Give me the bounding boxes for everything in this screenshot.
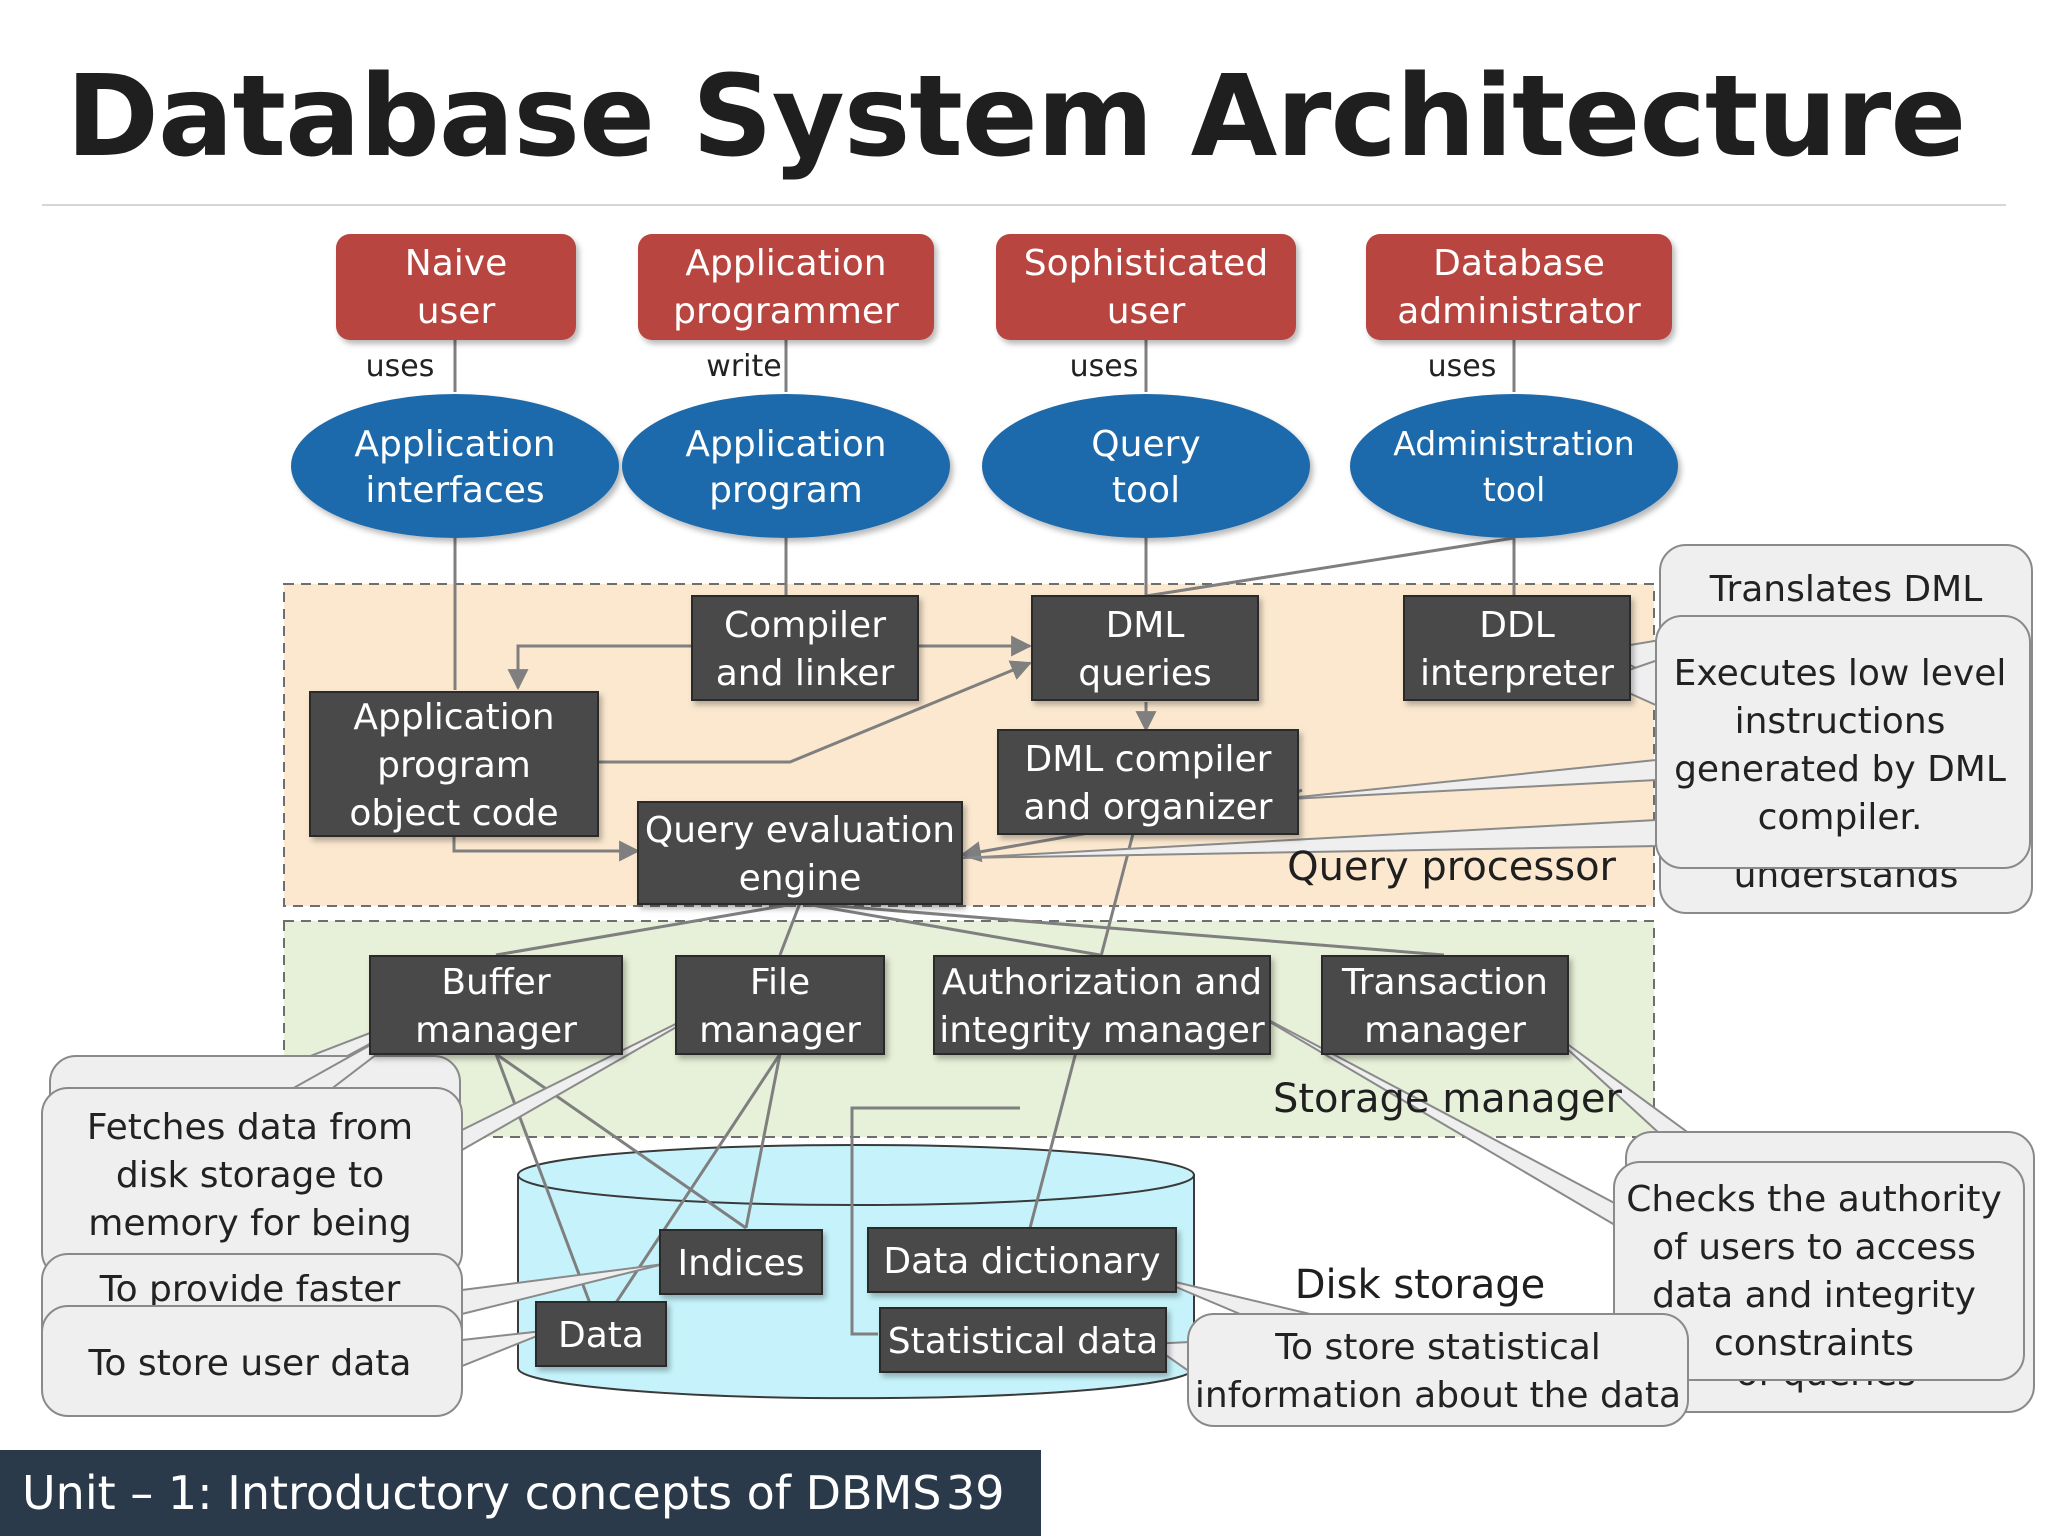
statistical-data-label: Statistical data	[888, 1321, 1158, 1362]
slide-footer: Unit – 1: Introductory concepts of DBMS …	[0, 1450, 1041, 1536]
eval-to-auth	[799, 901, 1101, 957]
storage-manager-label: Storage manager	[1273, 1076, 1623, 1122]
relation-label-uses: uses	[1428, 349, 1497, 384]
data-box: Data	[535, 1301, 667, 1367]
store-user-callout: To store user data	[41, 1305, 553, 1417]
query-processor-label: Query processor	[1287, 844, 1616, 890]
eval-engine-pointer	[961, 818, 1657, 859]
file-manager-pointer	[461, 1001, 721, 1152]
data-label: Data	[558, 1315, 644, 1356]
data-dictionary-box: Data dictionary	[867, 1227, 1177, 1293]
manager-to-statistical	[850, 1106, 1020, 1336]
page-title: Database System Architecture	[66, 52, 1966, 182]
eval-to-buffer	[495, 901, 801, 957]
store-user-text: To store user data	[88, 1343, 412, 1384]
dml-compiler-pointer	[1269, 758, 1657, 801]
relation-label-uses: uses	[366, 349, 435, 384]
footer-unit-title: Unit – 1: Introductory concepts of DBMS	[22, 1466, 942, 1520]
object-code-to-eval	[452, 836, 641, 862]
eval-to-file	[778, 902, 802, 956]
file-to-data	[596, 1053, 782, 1331]
page-number: 39	[946, 1466, 1005, 1520]
data-dictionary-label: Data dictionary	[883, 1241, 1160, 1282]
buffer-to-indices	[495, 1052, 747, 1230]
relation-label-uses: uses	[1070, 349, 1139, 384]
indices-box: Indices	[659, 1229, 823, 1295]
compiler-to-object-code	[507, 644, 692, 691]
disk-storage-label: Disk storage	[1295, 1262, 1546, 1308]
translates-dml-text: Translates DML	[1709, 569, 1983, 610]
dictionary-pointer	[1149, 1275, 1311, 1315]
object-code-to-dml	[598, 660, 1032, 764]
admintool-to-dml	[1145, 536, 1515, 598]
faster-text: To provide faster	[99, 1269, 401, 1310]
title-divider	[42, 204, 2006, 206]
indices-label: Indices	[678, 1243, 805, 1284]
statistical-data-box: Statistical data	[879, 1307, 1167, 1373]
eval-to-transaction	[799, 901, 1445, 957]
relation-label-write: write	[706, 349, 781, 384]
file-to-indices	[744, 1053, 782, 1229]
